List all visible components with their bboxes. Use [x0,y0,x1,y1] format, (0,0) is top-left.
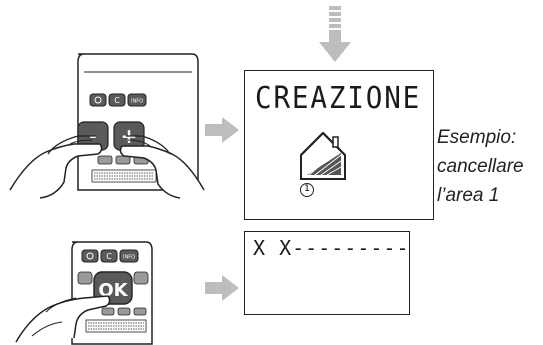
info-key-label: INFO [131,99,143,105]
power-key[interactable] [89,93,107,107]
right-arrow-icon [205,275,239,301]
lcd-display-text: CREAZIONE [255,81,422,116]
area-number-badge: 1 [300,183,314,197]
lcd-display-creazione: CREAZIONE 1 [244,70,434,220]
speaker-grille-icon [85,319,147,333]
power-key[interactable] [81,249,99,263]
lcd-display-text: X X--------- [253,236,410,260]
lcd-display-deletion: X X--------- [244,231,410,315]
speaker-grille-icon [91,169,157,183]
caption-line-1: Esempio: [437,127,517,148]
remote-control-ok: C INFO OK [15,241,153,345]
right-arrow-icon [205,117,239,143]
hand-icon [9,143,103,199]
svg-text:C: C [106,252,112,261]
c-key-label: C [114,96,120,105]
info-key[interactable]: INFO [127,93,147,107]
remote-control-minus-plus: C INFO - + [9,53,205,199]
svg-text:INFO: INFO [123,255,135,261]
caption-line-3: l’area 1 [437,185,500,206]
down-arrow-icon [319,6,351,62]
caption: Esempio: cancellare l’area 1 [437,123,543,210]
info-key[interactable]: INFO [119,249,139,263]
c-key[interactable]: C [100,249,118,263]
caption-line-2: cancellare [437,156,524,177]
c-key[interactable]: C [108,93,126,107]
house-icon [300,131,346,180]
